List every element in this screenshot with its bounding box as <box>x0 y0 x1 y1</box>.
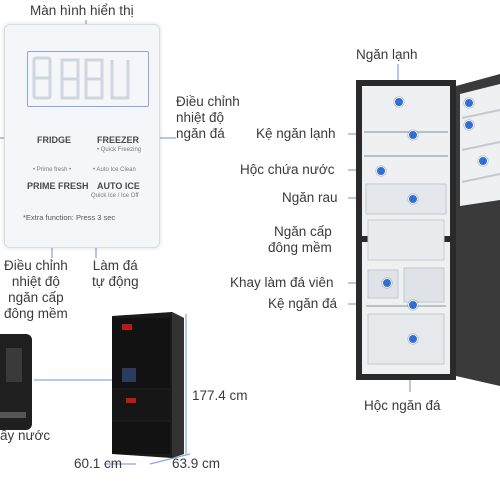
extra-function-note: *Extra function: Press 3 sec <box>23 213 116 222</box>
marker-fridge-shelf <box>408 130 418 140</box>
auto-ice-label: Làm đá tự động <box>92 258 139 289</box>
fridge-shelf-label: Kệ ngăn lạnh <box>256 126 336 141</box>
digit-display <box>27 51 149 107</box>
quick-freezing-hint: • Quick Freezing <box>97 147 142 153</box>
freezer-button[interactable]: FREEZER <box>97 135 140 145</box>
dimension-depth: 63.9 cm <box>172 456 221 471</box>
marker-water-tank <box>376 166 386 176</box>
marker-door-2 <box>464 120 474 130</box>
fridge-exterior <box>104 308 190 458</box>
fridge-interior <box>356 70 500 390</box>
segment-digits-icon <box>32 56 130 100</box>
marker-freezer-shelf <box>408 300 418 310</box>
freezer-temp-adjust-label: Điều chỉnh nhiệt độ ngăn đá <box>176 94 240 141</box>
water-dispenser-label: ấy nước <box>0 428 51 443</box>
auto-ice-button[interactable]: AUTO ICE <box>97 181 140 191</box>
dimension-height: 177.4 cm <box>192 388 248 403</box>
auto-ice-clean-hint: • Auto Ice Clean <box>93 167 136 173</box>
prime-fresh-temp-adjust-label: Điều chỉnh nhiệt độ ngăn cấp đông mềm <box>4 258 68 321</box>
prime-fresh-drawer-label: Ngăn cấp đông mềm <box>268 224 332 255</box>
fridge-button[interactable]: FRIDGE <box>37 135 72 145</box>
water-tank-label: Hộc chứa nước <box>240 162 335 177</box>
prime-fresh-hint: • Prime fresh • <box>33 167 72 173</box>
marker-ice-tray <box>382 278 392 288</box>
display-label: Màn hình hiển thị <box>30 3 134 18</box>
freezer-drawer-label: Hộc ngăn đá <box>364 398 441 413</box>
marker-door-1 <box>464 98 474 108</box>
vegetable-drawer-label: Ngăn rau <box>282 190 338 205</box>
freezer-shelf-label: Kệ ngăn đá <box>268 296 338 311</box>
prime-fresh-button[interactable]: PRIME FRESH <box>27 181 89 191</box>
marker-door-3 <box>478 156 488 166</box>
marker-fridge <box>394 97 404 107</box>
marker-vegetable <box>408 194 418 204</box>
control-panel: FRIDGE FREEZER • Quick Freezing • Prime … <box>4 24 160 248</box>
quick-ice-hint: Quick Ice / Ice Off <box>91 193 139 199</box>
dimension-width: 60.1 cm <box>74 456 123 471</box>
marker-freezer-drawer <box>408 334 418 344</box>
dispenser-detail <box>0 334 32 430</box>
ice-tray-label: Khay làm đá viên <box>230 275 334 290</box>
fridge-compartment-label: Ngăn lạnh <box>356 47 418 62</box>
